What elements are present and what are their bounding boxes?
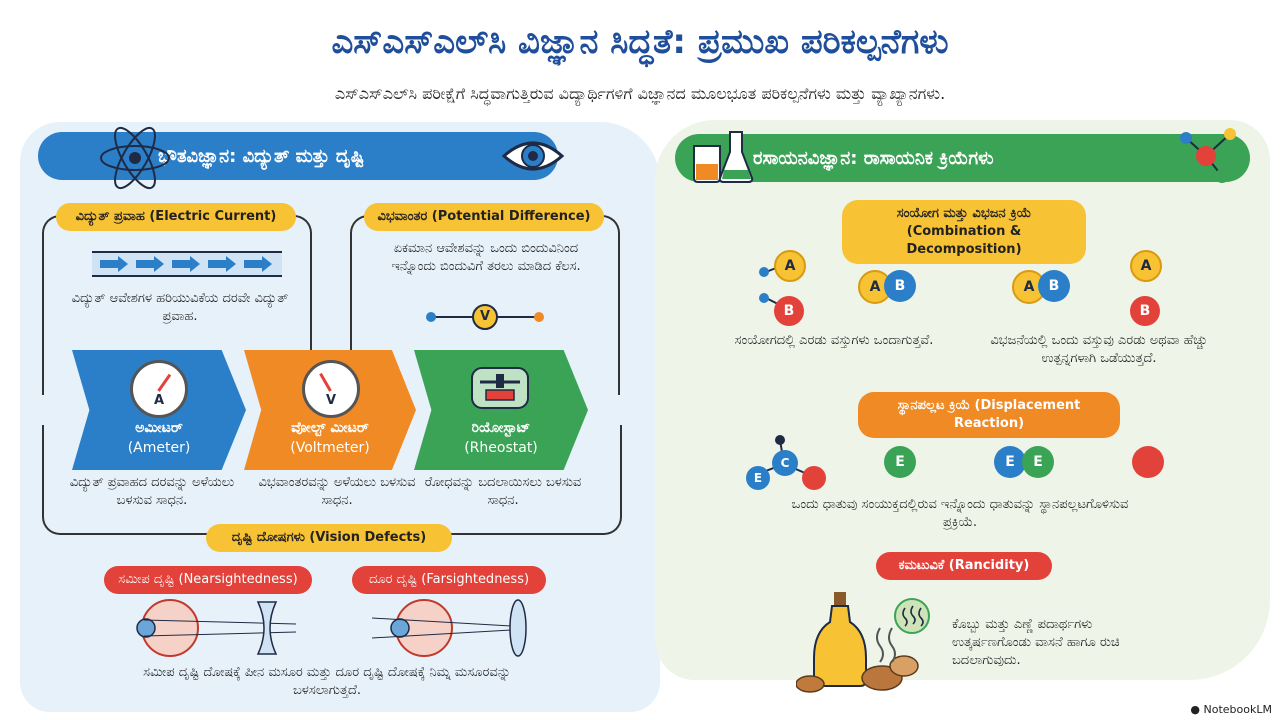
farsighted-eye-icon xyxy=(372,599,527,657)
voltmeter-symbol-label: V xyxy=(479,309,491,324)
physics-header: ಭೌತವಿಜ್ಞಾನ: ವಿದ್ಯುತ್ ಮತ್ತು ದೃಷ್ಟಿ xyxy=(38,132,558,180)
smell-icon xyxy=(894,598,930,634)
rancidity-desc: ಕೊಬ್ಬು ಮತ್ತು ಎಣ್ಣೆ ಪದಾರ್ಥಗಳು ಉತ್ಕರ್ಷಣಗೊಂ… xyxy=(952,617,1120,668)
chemistry-header: ರಸಾಯನವಿಜ್ಞಾನ: ರಾಸಾಯನಿಕ ಕ್ರಿಯೆಗಳು xyxy=(675,134,1250,182)
atom-e-free: E xyxy=(884,446,916,478)
combination-label-en: (Combination & Decomposition) xyxy=(906,224,1022,257)
atom-red-bound xyxy=(802,466,826,490)
rheostat-name: ರಿಯೋಸ್ಟಾಟ್ xyxy=(471,420,531,436)
voltmeter-symbol-icon xyxy=(426,304,544,330)
ammeter-en: (Ameter) xyxy=(127,440,191,456)
electric-current-label: ವಿದ್ಯುತ್ ಪ್ರವಾಹ (Electric Current) xyxy=(56,203,296,231)
nearsighted-eye-icon xyxy=(136,599,297,657)
notebooklm-watermark: ● NotebookLM xyxy=(1190,703,1272,716)
chemistry-header-label: ರಸಾಯನವಿಜ್ಞಾನ: ರಾಸಾಯನಿಕ ಕ್ರಿಯೆಗಳು xyxy=(753,147,994,169)
atom-e-product-green: E xyxy=(1022,446,1054,478)
beakers-icon xyxy=(693,131,754,183)
potential-difference-desc: ಏಕಮಾನ ಆವೇಶವನ್ನು ಒಂದು ಬಿಂದುವಿನಿಂದ ಇನ್ನೊಂದ… xyxy=(391,241,581,274)
voltmeter-en: (Voltmeter) xyxy=(290,440,370,456)
farsightedness-label: ದೂರ ದೃಷ್ಟಿ (Farsightedness) xyxy=(352,566,546,594)
atom-e-bound: E xyxy=(746,466,770,490)
page-title: ಎಸ್‌ಎಸ್‌ಎಲ್‌ಸಿ ವಿಜ್ಞಾನ ಸಿದ್ಧತೆ: ಪ್ರಮುಖ ಪ… xyxy=(331,22,949,62)
atom-e-product: E xyxy=(994,446,1026,478)
voltmeter-symbol: V xyxy=(325,393,337,408)
atom-displaced xyxy=(1132,446,1164,478)
atom-c: C xyxy=(772,450,798,476)
nearsightedness-label: ಸಮೀಪ ದೃಷ್ಟಿ (Nearsightedness) xyxy=(104,566,312,594)
voltmeter-desc: ವಿಭವಾಂತರವನ್ನು ಅಳೆಯಲು ಬಳಸುವ ಸಾಧನ. xyxy=(258,475,416,508)
combination-desc: ಸಂಯೋಗದಲ್ಲಿ ಎರಡು ವಸ್ತುಗಳು ಒಂದಾಗುತ್ತವೆ. xyxy=(734,333,934,348)
rheostat-chevron: ರಿಯೋಸ್ಟಾಟ್ (Rheostat) xyxy=(414,350,588,470)
vision-defects-label: ದೃಷ್ಟಿ ದೋಷಗಳು (Vision Defects) xyxy=(206,524,452,552)
atom-b-product: B xyxy=(884,270,916,302)
atom-b-reactant: B xyxy=(774,296,804,326)
potential-difference-label: ವಿಭವಾಂತರ (Potential Difference) xyxy=(364,203,604,231)
rheostat-icon xyxy=(471,367,529,409)
atom-a-reactant: A xyxy=(774,250,806,282)
ammeter-symbol: A xyxy=(153,393,165,408)
rheostat-en: (Rheostat) xyxy=(464,440,538,456)
combination-label: ಸಂಯೋಗ ಮತ್ತು ವಿಭಜನ ಕ್ರಿಯೆ (Combination & … xyxy=(842,200,1086,264)
rheostat-desc: ರೋಧವನ್ನು ಬದಲಾಯಿಸಲು ಬಳಸುವ ಸಾಧನ. xyxy=(424,475,582,508)
notebooklm-label: NotebookLM xyxy=(1203,703,1272,716)
decomposition-desc: ವಿಭಜನೆಯಲ್ಲಿ ಒಂದು ವಸ್ತುವು ಎರಡು ಅಥವಾ ಹೆಚ್ಚ… xyxy=(990,333,1208,366)
physics-header-label: ಭೌತವಿಜ್ಞಾನ: ವಿದ್ಯುತ್ ಮತ್ತು ದೃಷ್ಟಿ xyxy=(158,145,365,167)
ammeter-desc: ವಿದ್ಯುತ್ ಪ್ರವಾಹದ ದರವನ್ನು ಅಳೆಯಲು ಬಳಸುವ ಸಾ… xyxy=(69,475,235,508)
vision-defects-desc: ಸಮೀಪ ದೃಷ್ಟಿ ದೋಷಕ್ಕೆ ಪೀನ ಮಸೂರ ಮತ್ತು ದೂರ ದ… xyxy=(143,665,511,698)
eye-icon xyxy=(501,141,565,171)
ammeter-name: ಅಮೀಟರ್ xyxy=(135,420,183,436)
atom-a-split: A xyxy=(1130,250,1162,282)
notebooklm-logo-icon: ● xyxy=(1190,703,1201,716)
atom-icon xyxy=(100,126,170,190)
voltmeter-name: ವೋಲ್ಟ್ ಮೀಟರ್ xyxy=(291,420,369,436)
current-flow-icon xyxy=(92,251,282,277)
atom-b-split: B xyxy=(1130,296,1160,326)
combination-label-kn: ಸಂಯೋಗ ಮತ್ತು ವಿಭಜನ ಕ್ರಿಯೆ xyxy=(896,206,1032,221)
voltmeter-gauge-icon: V xyxy=(302,360,360,418)
displacement-label: ಸ್ಥಾನಪಲ್ಲಟ ಕ್ರಿಯೆ (Displacement Reaction… xyxy=(858,392,1120,438)
ammeter-gauge-icon: A xyxy=(130,360,188,418)
molecule-icon xyxy=(1180,128,1236,183)
atom-b-compound: B xyxy=(1038,270,1070,302)
electric-current-desc: ವಿದ್ಯುತ್ ಆವೇಶಗಳ ಹರಿಯುವಿಕೆಯ ದರವೇ ವಿದ್ಯುತ್… xyxy=(71,291,289,324)
displacement-desc: ಒಂದು ಧಾತುವು ಸಂಯುಕ್ತದಲ್ಲಿರುವ ಇನ್ನೊಂದು ಧಾತ… xyxy=(791,497,1129,530)
oil-bottle-nuts-icon xyxy=(796,592,919,693)
page-subtitle: ಎಸ್‌ಎಸ್‌ಎಲ್‌ಸಿ ಪರೀಕ್ಷೆಗೆ ಸಿದ್ಧವಾಗುತ್ತಿರು… xyxy=(334,84,946,103)
rancidity-label: ಕಮಟುವಿಕೆ (Rancidity) xyxy=(876,552,1052,580)
